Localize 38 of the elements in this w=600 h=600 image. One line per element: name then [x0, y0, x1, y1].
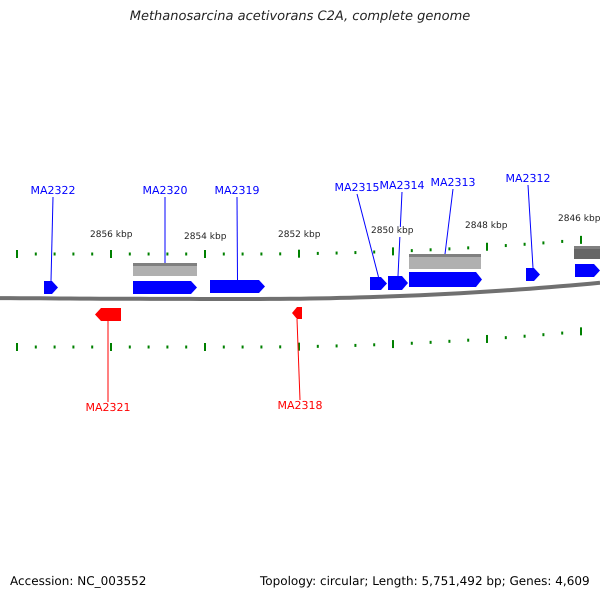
gene-feature [575, 264, 600, 277]
leader-line [398, 192, 402, 276]
gene-feature [95, 308, 121, 321]
leader-line [164, 196, 166, 264]
gene-label: MA2312 [506, 173, 551, 186]
feature-bar [133, 263, 197, 276]
scale-label: 2856 kbp [90, 231, 132, 241]
scale-label: 2852 kbp [278, 231, 320, 241]
gene-feature [292, 307, 302, 319]
footer-text: Accession: NC_003552 [10, 575, 146, 588]
leader-line [528, 184, 534, 268]
scale-label: 2850 kbp [371, 227, 414, 237]
gene-feature [388, 276, 408, 290]
gene-label: MA2318 [278, 400, 323, 412]
gene-label: MA2313 [430, 177, 476, 190]
gene-feature [133, 281, 197, 294]
feature-bar [574, 246, 600, 259]
leader-line [356, 194, 379, 278]
gene-feature [370, 277, 387, 290]
title: Methanosarcina acetivorans C2A, complete genome [128, 10, 472, 24]
gene-label: MA2322 [30, 185, 76, 198]
feature-bar [409, 254, 481, 269]
leader-line [296, 318, 300, 400]
gene-feature [44, 281, 58, 294]
gene-label: MA2321 [86, 402, 131, 414]
gene-label: MA2320 [142, 185, 188, 198]
footer-text: Topology: circular; Length: 5,751,492 bp; Genes: 4,609 [260, 575, 590, 588]
gene-label: MA2319 [214, 185, 260, 198]
gene-feature [210, 280, 265, 293]
scale-label: 2854 kbp [184, 233, 226, 243]
scale-label: 2848 kbp [465, 222, 508, 232]
scale-label: 2846 kbp [558, 215, 600, 225]
leader-line [236, 196, 238, 280]
leader-line [444, 188, 454, 254]
leader-line [50, 196, 54, 282]
gene-label: MA2315 [334, 182, 380, 194]
gene-label: MA2314 [380, 180, 425, 192]
gene-feature [526, 268, 540, 281]
